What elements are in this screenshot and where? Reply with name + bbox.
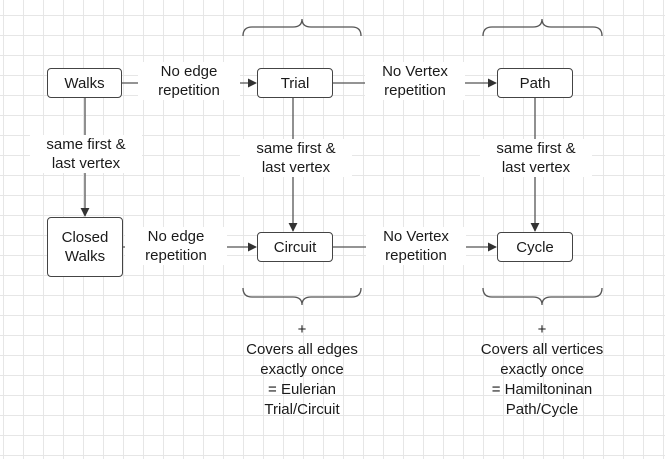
node-cycle[interactable]: Cycle [497,232,573,262]
brace-bottom-cycle [482,287,603,306]
label-trial-path: No Vertex repetition [365,62,465,100]
node-path[interactable]: Path [497,68,573,98]
note-hamiltonian: + Covers all vertices exactly once = Ham… [480,321,604,418]
node-circuit[interactable]: Circuit [257,232,333,262]
note-eulerian: + Covers all edges exactly once = Euleri… [246,321,358,418]
label-walks-trial: No edge repetition [138,62,240,100]
node-closed-walks[interactable]: Closed Walks [47,217,123,277]
brace-top-path [482,18,603,37]
label-circuit-cycle: No Vertex repetition [366,227,466,265]
label-walks-closed: same first & last vertex [30,135,142,173]
brace-bottom-circuit [242,287,362,306]
node-walks[interactable]: Walks [47,68,122,98]
label-trial-circuit: same first & last vertex [240,139,352,177]
label-path-cycle: same first & last vertex [480,139,592,177]
brace-top-trial [242,18,362,37]
label-closed-circuit: No edge repetition [125,227,227,265]
node-trial[interactable]: Trial [257,68,333,98]
